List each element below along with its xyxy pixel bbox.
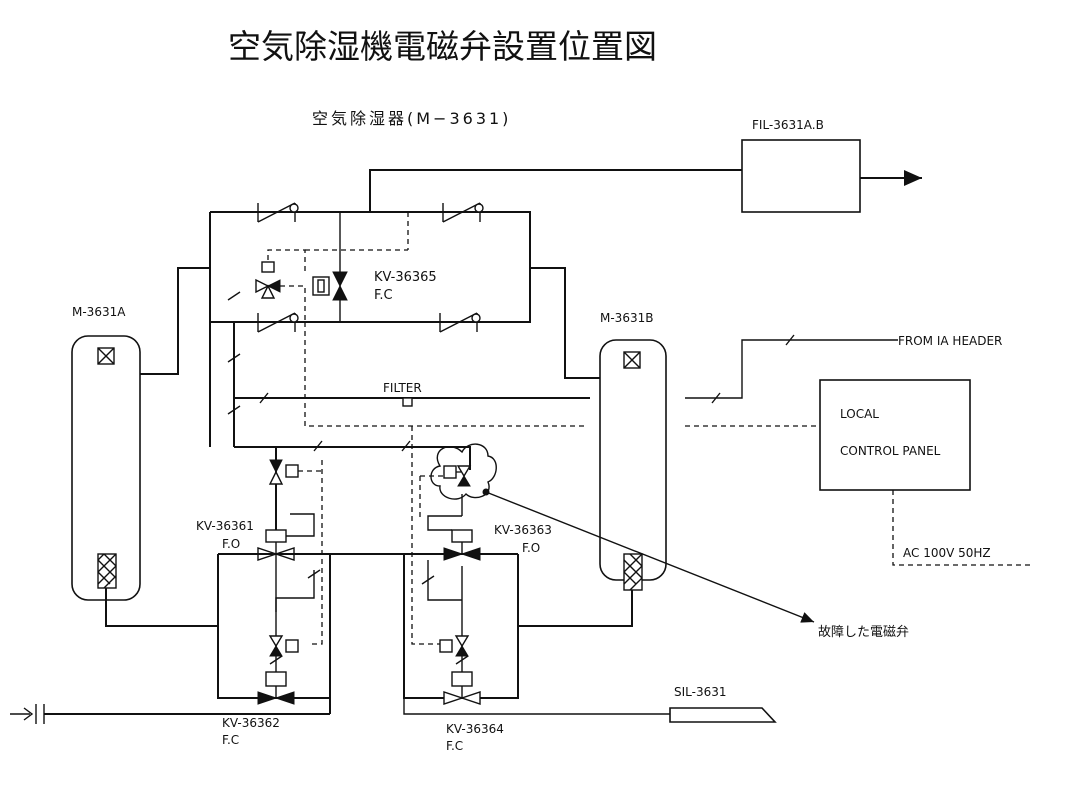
- filter-element: [402, 397, 413, 407]
- pipe-slash: [227, 405, 241, 415]
- kv36365-mode: F.C: [374, 288, 393, 303]
- kv36363-mode: F.O: [522, 541, 540, 555]
- tower-a-label: M-3631A: [72, 305, 126, 319]
- inlet-line: [10, 698, 331, 724]
- local-control-panel: [819, 379, 971, 491]
- pipe-slash: [227, 353, 241, 363]
- silencer-pipe: [403, 698, 670, 715]
- kv36362-label: KV-36362: [222, 716, 280, 730]
- kv36364-label: KV-36364: [446, 722, 504, 736]
- kv36361-mode: F.O: [222, 537, 240, 551]
- diagram-title: 空気除湿機電磁弁設置位置図: [228, 27, 657, 66]
- tower-m3631b: [599, 339, 667, 581]
- kv36361-label: KV-36361: [196, 519, 254, 533]
- failed-valve-label: 故障した電磁弁: [818, 625, 909, 640]
- kv36364-mode: F.C: [446, 739, 463, 753]
- upper-manifold: [100, 211, 603, 447]
- diagram-subtitle: 空気除湿器(M−3631): [312, 109, 511, 128]
- local-label: LOCAL: [840, 407, 879, 421]
- failed-valve-pointer: [485, 491, 815, 623]
- solenoid-valve-kv36365: [312, 271, 348, 301]
- pipe-slash: [711, 392, 721, 404]
- signal-line-right: [411, 426, 440, 645]
- check-valve-bottom-left: [257, 312, 299, 333]
- kv36365-label: KV-36365: [374, 270, 437, 285]
- tower-b-bottom-pipe: [518, 590, 633, 627]
- kv36363-label: KV-36363: [494, 523, 552, 537]
- solenoid-valve-kv36362: [257, 671, 295, 705]
- pipe-slash: [259, 392, 269, 404]
- pipe-slash: [227, 291, 241, 301]
- filter-label: FILTER: [383, 381, 422, 395]
- outlet-header-pipe: [369, 169, 742, 212]
- ia-header-pipe: [685, 339, 898, 399]
- tower-b-top-nozzle: [623, 351, 641, 369]
- from-ia-header-label: FROM IA HEADER: [898, 334, 1002, 348]
- branch-pipe-middle: [234, 446, 471, 470]
- tower-a-bottom-nozzle: [97, 553, 117, 589]
- solenoid-valve-kv36363: [427, 494, 481, 561]
- filter-unit-label: FIL-3631A.B: [752, 118, 824, 132]
- pilot-valve-upper: [255, 212, 409, 322]
- pilot-valve-left: [268, 447, 322, 530]
- pilot-valve-lower-left: [268, 554, 321, 676]
- pilot-valve-lower-right: [421, 560, 470, 676]
- signal-line-center: [304, 322, 585, 427]
- failed-valve-group: [419, 443, 497, 520]
- ac-power-label: AC 100V 50HZ: [903, 546, 991, 560]
- tower-a-top-nozzle: [97, 347, 115, 365]
- tower-b-label: M-3631B: [600, 311, 653, 325]
- control-panel-label: CONTROL PANEL: [840, 444, 941, 458]
- silencer-label: SIL-3631: [674, 685, 727, 699]
- pipe-slash: [401, 440, 411, 452]
- solenoid-valve-kv36364: [443, 671, 481, 705]
- pipe-slash: [785, 334, 795, 346]
- kv36362-mode: F.C: [222, 733, 239, 747]
- ac-power-line: [892, 490, 1030, 566]
- tower-b-bottom-nozzle: [623, 553, 643, 591]
- check-valve-top-right: [442, 202, 484, 223]
- pipe-slash: [313, 440, 323, 452]
- silencer-body: [669, 707, 777, 723]
- tower-a-bottom-pipe: [105, 588, 218, 627]
- signal-line-left: [310, 460, 323, 645]
- check-valve-top-left: [257, 202, 299, 223]
- check-valve-bottom-right: [439, 312, 481, 333]
- filter-unit-box: [741, 139, 861, 213]
